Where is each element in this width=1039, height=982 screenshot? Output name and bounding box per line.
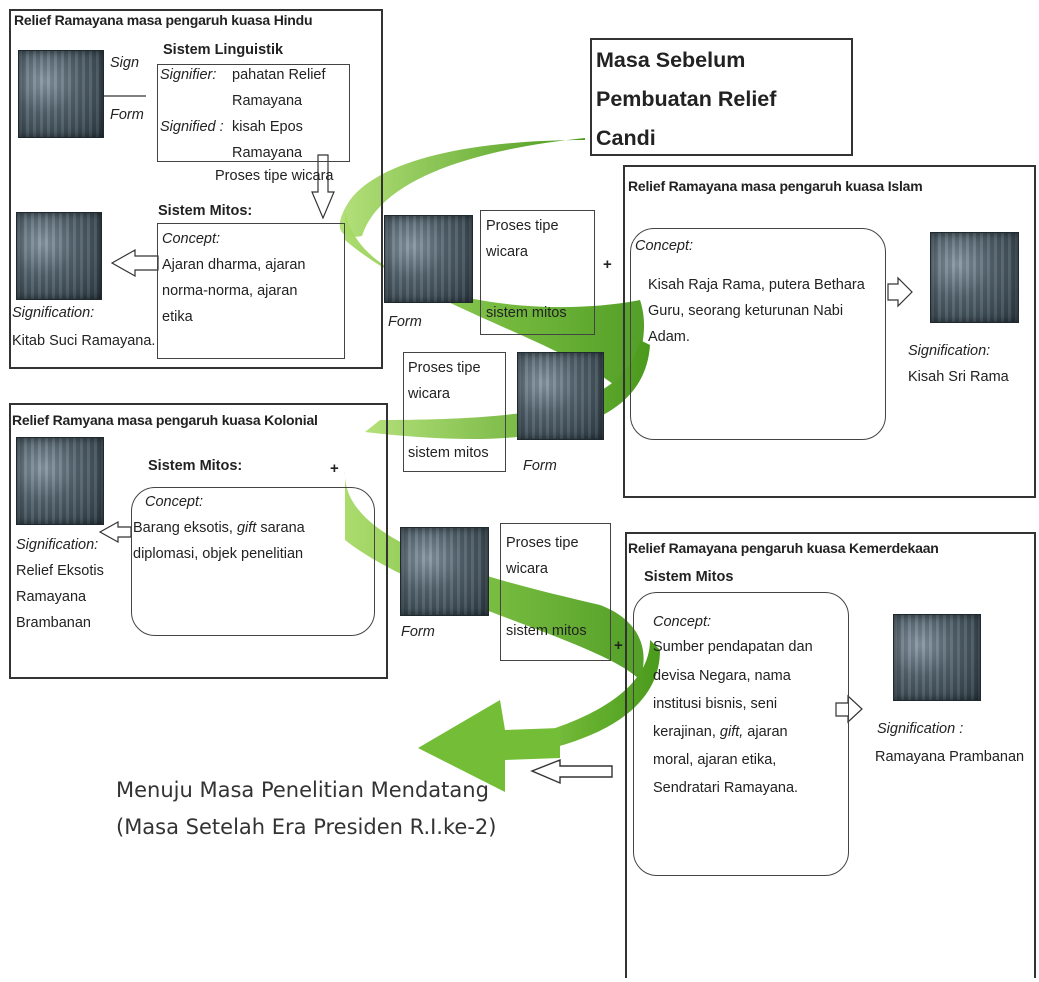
kolonial-concept-box bbox=[131, 487, 375, 636]
kemerdekaan-box bbox=[625, 532, 1036, 978]
islam-concept-line-1: Kisah Raja Rama, putera Bethara bbox=[648, 277, 865, 293]
spiral-band-3 bbox=[344, 470, 644, 680]
masa-sebelum-line-1: Masa Sebelum bbox=[596, 48, 746, 72]
hindu-concept-line-1: Ajaran dharma, ajaran bbox=[162, 257, 306, 273]
islam-concept-label: Concept: bbox=[635, 238, 694, 254]
hindu-mitos-title: Sistem Mitos: bbox=[158, 203, 253, 219]
kolonial-concept-line-1-a: Barang eksotis, bbox=[133, 520, 237, 536]
signifier-label: Signifier: bbox=[160, 67, 217, 83]
spiral-arrowhead bbox=[418, 700, 560, 792]
kemerdekaan-concept-box bbox=[633, 592, 849, 876]
islam-box bbox=[623, 165, 1036, 498]
sistem-linguistik-title: Sistem Linguistik bbox=[163, 42, 284, 58]
hindu-concept-line-3: etika bbox=[162, 309, 193, 325]
mid2-form-label: Form bbox=[523, 458, 557, 474]
kolonial-title: Relief Ramyana masa pengaruh kuasa Kolon… bbox=[12, 412, 318, 428]
islam-signification-label: Signification: bbox=[908, 343, 991, 359]
menuju-line-1: Menuju Masa Penelitian Mendatang bbox=[116, 778, 489, 802]
hindu-concept-box bbox=[157, 223, 345, 359]
mid3-proses-line-2: wicara bbox=[506, 561, 548, 577]
kemerdekaan-concept-line-4: kerajinan, gift, ajaran bbox=[653, 722, 788, 743]
kolonial-signification-line-2: Ramayana bbox=[16, 589, 87, 605]
islam-signification-value: Kisah Sri Rama bbox=[908, 369, 1009, 385]
kolonial-signification-label: Signification: bbox=[16, 537, 99, 553]
hindu-title: Relief Ramayana masa pengaruh kuasa Hind… bbox=[14, 12, 313, 28]
mid3-proses-box bbox=[500, 523, 611, 661]
mid1-plus: + bbox=[603, 256, 612, 273]
relief-image-kolonial bbox=[16, 437, 104, 525]
mid2-sistem-mitos: sistem mitos bbox=[408, 445, 489, 461]
signifier-value-1: pahatan Relief bbox=[232, 67, 326, 83]
mid3-form-label: Form bbox=[401, 624, 435, 640]
sign-label: Sign bbox=[110, 55, 140, 71]
kemerdekaan-title: Relief Ramayana pengaruh kuasa Kemerdeka… bbox=[628, 540, 939, 556]
hindu-signification-label: Signification: bbox=[12, 305, 95, 321]
relief-image-form-1 bbox=[384, 215, 473, 303]
mid3-plus: + bbox=[614, 637, 623, 654]
relief-image-kemerdekaan bbox=[893, 614, 981, 701]
mid1-proses-line-2: wicara bbox=[486, 244, 528, 260]
kemerdekaan-concept-line-1: Sumber pendapatan dan bbox=[653, 639, 813, 655]
hindu-proses-label: Proses tipe wicara bbox=[215, 168, 334, 184]
outline-arrow-left-hindu bbox=[110, 248, 159, 278]
relief-image-hindu-signification bbox=[16, 212, 102, 300]
islam-concept-line-2: Guru, seorang keturunan Nabi bbox=[648, 303, 844, 319]
mid1-form-label: Form bbox=[388, 314, 422, 330]
kolonial-concept-line-1-b: gift bbox=[236, 520, 257, 536]
islam-concept-box bbox=[630, 228, 886, 440]
kolonial-box bbox=[9, 403, 388, 679]
kolonial-mitos-title: Sistem Mitos: bbox=[148, 458, 243, 474]
mid1-sistem-mitos: sistem mitos bbox=[486, 305, 567, 321]
mid2-proses-line-2: wicara bbox=[408, 386, 450, 402]
kemerdekaan-concept-line-4-c: ajaran bbox=[743, 724, 788, 740]
relief-image-form-3 bbox=[400, 527, 489, 616]
mid2-proses-box bbox=[403, 352, 506, 472]
outline-arrow-right-islam bbox=[887, 276, 913, 308]
kemerdekaan-concept-line-5: moral, ajaran etika, bbox=[653, 752, 777, 768]
relief-image-form-2 bbox=[517, 352, 604, 440]
kolonial-concept-line-1-c: sarana bbox=[256, 520, 305, 536]
kolonial-signification-line-3: Brambanan bbox=[16, 615, 91, 631]
kemerdekaan-concept-line-2: devisa Negara, nama bbox=[653, 668, 791, 684]
mid2-proses-line-1: Proses tipe bbox=[408, 360, 481, 376]
kemerdekaan-concept-line-3: institusi bisnis, seni bbox=[653, 696, 778, 712]
masa-sebelum-box bbox=[590, 38, 853, 156]
kolonial-plus: + bbox=[330, 460, 339, 477]
kemerdekaan-mitos-title: Sistem Mitos bbox=[644, 569, 734, 585]
relief-image-hindu-sign bbox=[18, 50, 104, 138]
hindu-box bbox=[9, 9, 383, 369]
menuju-line-2: (Masa Setelah Era Presiden R.I.ke-2) bbox=[116, 815, 497, 839]
kolonial-concept-line-2: diplomasi, objek penelitian bbox=[133, 546, 304, 562]
spiral-band-top bbox=[339, 100, 585, 237]
kolonial-signification-line-1: Relief Eksotis bbox=[16, 563, 104, 579]
mid3-proses-line-1: Proses tipe bbox=[506, 535, 579, 551]
hindu-signification-value: Kitab Suci Ramayana. bbox=[12, 333, 156, 349]
hindu-concept-label: Concept: bbox=[162, 231, 221, 247]
linguistik-box bbox=[157, 64, 350, 162]
outline-arrow-menuju bbox=[530, 758, 613, 785]
kemerdekaan-signification-label: Signification : bbox=[877, 721, 964, 737]
signified-value-2: Ramayana bbox=[232, 145, 303, 161]
signified-label: Signified : bbox=[160, 119, 224, 135]
kemerdekaan-concept-line-4-a: kerajinan, bbox=[653, 724, 720, 740]
relief-image-islam bbox=[930, 232, 1019, 323]
kolonial-concept-line-1: Barang eksotis, gift sarana bbox=[133, 518, 305, 539]
mid1-proses-line-1: Proses tipe bbox=[486, 218, 559, 234]
kemerdekaan-signification-value: Ramayana Prambanan bbox=[875, 749, 1025, 765]
form-label: Form bbox=[110, 107, 144, 123]
signifier-value-2: Ramayana bbox=[232, 93, 303, 109]
hindu-concept-line-2: norma-norma, ajaran bbox=[162, 283, 298, 299]
kemerdekaan-concept-label: Concept: bbox=[653, 614, 712, 630]
masa-sebelum-line-2: Pembuatan Relief bbox=[596, 87, 777, 111]
kemerdekaan-concept-line-4-b: gift, bbox=[719, 724, 744, 740]
kolonial-concept-label: Concept: bbox=[145, 494, 204, 510]
kemerdekaan-concept-line-6: Sendratari Ramayana. bbox=[653, 780, 799, 796]
masa-sebelum-line-3: Candi bbox=[596, 126, 656, 150]
signified-value-1: kisah Epos bbox=[232, 119, 303, 135]
islam-title: Relief Ramayana masa pengaruh kuasa Isla… bbox=[628, 178, 923, 194]
mid1-proses-box bbox=[480, 210, 595, 335]
islam-concept-line-3: Adam. bbox=[648, 329, 690, 345]
spiral-band-1 bbox=[345, 210, 645, 395]
mid3-sistem-mitos: sistem mitos bbox=[506, 623, 587, 639]
